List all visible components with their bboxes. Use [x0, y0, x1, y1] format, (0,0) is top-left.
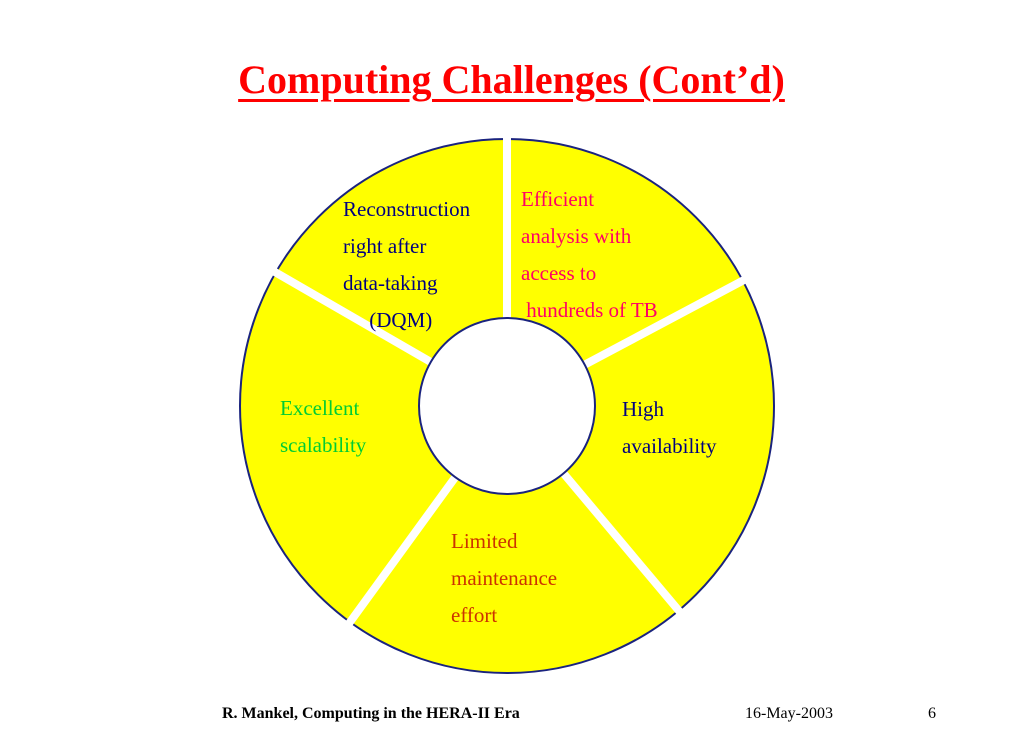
segment-text-line: Efficient: [521, 187, 595, 211]
footer-author: R. Mankel, Computing in the HERA-II Era: [222, 705, 520, 722]
segment-text-line: Excellent: [280, 396, 360, 420]
segment-text-line: High: [622, 397, 664, 421]
page-number: 6: [928, 705, 936, 722]
segment-text-line: scalability: [280, 433, 367, 457]
segment-text-line: hundreds of TB: [521, 298, 658, 322]
segment-text-line: data-taking: [343, 271, 438, 295]
segment-text-line: Reconstruction: [343, 197, 471, 221]
segment-reconstruction: Reconstruction right after data-taking (DQ…: [343, 191, 470, 339]
segment-high-availability: High availability: [622, 391, 716, 465]
segment-text-line: access to: [521, 261, 597, 285]
segment-text-line: availability: [622, 434, 717, 458]
separator-right-upper: [575, 274, 750, 372]
segment-excellent-scalability: Excellent scalability: [280, 390, 366, 464]
wheel-separators: [269, 134, 750, 629]
segment-text-line: right after: [343, 234, 427, 258]
segment-text-line: analysis with: [521, 224, 632, 248]
segment-efficient-analysis: Efficient analysis with access to hundreds…: [521, 181, 658, 329]
segment-text-line: effort: [451, 603, 498, 627]
wheel-center-hole: [418, 317, 596, 495]
segment-text-line: (DQM): [343, 308, 433, 332]
segment-text-line: maintenance: [451, 566, 558, 590]
separator-left-upper: [269, 266, 440, 370]
separator-right-lower: [555, 464, 685, 617]
separator-left-lower: [343, 468, 464, 629]
slide-title: Computing Challenges (Cont’d): [238, 57, 785, 102]
footer-date: 16-May-2003: [745, 705, 833, 722]
segment-limited-maintenance: Limited maintenance effort: [451, 523, 557, 634]
segment-text-line: Limited: [451, 529, 518, 553]
